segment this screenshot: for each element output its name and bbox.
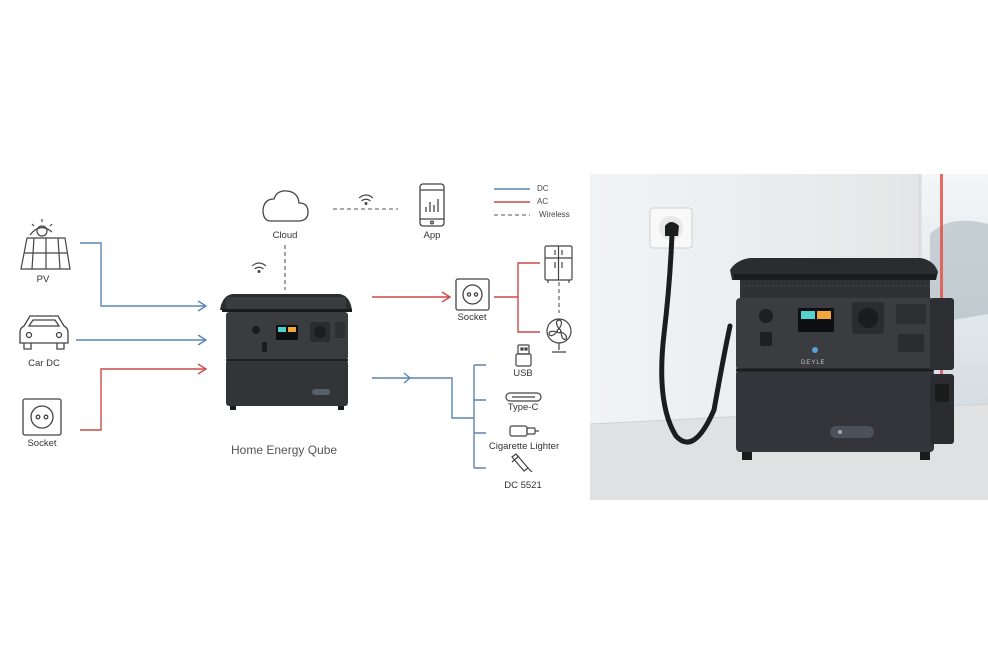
- ac-lines: [80, 262, 540, 431]
- fridge-icon: [544, 245, 573, 283]
- center-device-label: Home Energy Qube: [231, 443, 338, 457]
- dc-lines: [76, 242, 486, 469]
- solar-panel-icon: [20, 219, 71, 270]
- usb-icon: [515, 344, 532, 367]
- type-c-icon: [505, 392, 542, 402]
- car-icon: [19, 315, 69, 350]
- product-photo-render: [590, 174, 988, 500]
- app-label: App: [423, 230, 441, 241]
- cloud-label: Cloud: [272, 230, 298, 241]
- legend-dc-label: DC: [537, 184, 549, 193]
- socket-input-label: Socket: [27, 438, 57, 449]
- fan-icon: [546, 318, 572, 353]
- wifi-icon: [358, 194, 374, 205]
- wifi-icon: [251, 262, 267, 273]
- cloud-icon: [262, 190, 309, 222]
- brand-logo: DEYLE: [801, 360, 826, 366]
- cigarette-lighter-icon: [509, 425, 539, 437]
- legend-wireless-label: Wireless: [539, 210, 570, 219]
- type-c-label: Type-C: [507, 402, 539, 413]
- cigarette-lighter-label: Cigarette Lighter: [488, 441, 560, 452]
- socket-output-label: Socket: [457, 312, 487, 323]
- socket-to-qube-line: [80, 368, 206, 431]
- wireless-lines: [284, 208, 560, 313]
- dc-5521-plug-icon: [511, 453, 533, 473]
- legend: [494, 188, 530, 216]
- product-photo: DEYLE: [590, 174, 988, 500]
- dc-5521-label: DC 5521: [504, 480, 542, 491]
- phone-app-icon: [419, 183, 445, 227]
- pv-to-qube-line: [80, 242, 206, 307]
- socket-output-icon: [455, 278, 490, 311]
- legend-ac-label: AC: [537, 197, 549, 206]
- car-dc-label: Car DC: [28, 358, 60, 369]
- socket-icon: [22, 398, 62, 436]
- qube-device-illustration: [220, 294, 352, 410]
- pv-label: PV: [36, 274, 50, 285]
- usb-label: USB: [513, 368, 533, 379]
